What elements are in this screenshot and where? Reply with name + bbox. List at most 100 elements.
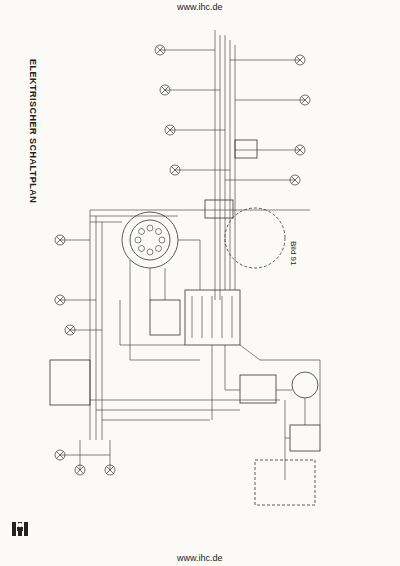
starter-symbol — [290, 425, 320, 451]
wire — [175, 170, 230, 171]
wire — [96, 216, 97, 440]
wire — [212, 345, 213, 420]
lamp-symbol — [155, 45, 165, 55]
gauge-dial — [147, 249, 153, 255]
sender-box — [235, 140, 257, 158]
fuse-symbol — [212, 296, 213, 338]
lamp-cross — [77, 467, 84, 474]
wire — [170, 130, 225, 131]
tachometer-outline — [225, 208, 285, 268]
lamp-symbol — [170, 165, 180, 175]
lamp-symbol — [105, 465, 115, 475]
wire — [225, 35, 226, 290]
switch-box — [205, 200, 233, 218]
fuse-symbol — [222, 296, 223, 338]
alternator-symbol — [292, 372, 318, 398]
lamp-circle — [155, 45, 165, 55]
watermark: www.ihc.de — [176, 2, 224, 12]
gauge-dial — [139, 245, 145, 251]
lamp-circle — [55, 295, 65, 305]
lamp-circle — [290, 175, 300, 185]
gauge-dial — [135, 237, 141, 243]
lamp-circle — [65, 325, 75, 335]
lamp-symbol — [300, 95, 310, 105]
lamp-circle — [295, 145, 305, 155]
gauge-dial — [159, 237, 165, 243]
diagram-title: ELEKTRISCHER SCHALTPLAN — [28, 58, 38, 204]
fuse-symbol — [202, 296, 203, 338]
wire — [60, 240, 90, 241]
lamp-circle — [295, 55, 305, 65]
lamp-circle — [75, 465, 85, 475]
regulator-box — [240, 375, 276, 403]
wire — [90, 210, 310, 211]
lamp-circle — [105, 465, 115, 475]
wire — [90, 400, 280, 401]
wire — [90, 216, 178, 217]
lamp-cross — [292, 177, 299, 184]
wire — [220, 35, 221, 300]
gauge-dials — [135, 225, 165, 255]
wire — [225, 345, 240, 390]
wire — [102, 420, 210, 421]
wire — [150, 268, 151, 300]
wire — [165, 268, 166, 300]
wire — [130, 260, 200, 360]
ih-logo — [12, 522, 28, 536]
lamp-symbol — [290, 175, 300, 185]
lamp-circle — [300, 95, 310, 105]
lamp-cross — [302, 97, 309, 104]
logo-dot — [18, 523, 22, 527]
wire — [178, 240, 200, 290]
gauge-dial — [155, 229, 161, 235]
lamp-symbol — [55, 235, 65, 245]
lamp-symbol — [165, 125, 175, 135]
wire — [235, 45, 236, 290]
wire — [276, 390, 292, 391]
fuse-block — [185, 290, 240, 345]
fuse-symbol — [232, 296, 233, 338]
lamp-symbol — [295, 145, 305, 155]
lamp-cross — [107, 467, 114, 474]
wire — [96, 410, 240, 411]
wire — [285, 438, 290, 439]
wire — [230, 40, 231, 290]
lamp-cross — [57, 297, 64, 304]
lamp-circle — [160, 85, 170, 95]
lamp-cross — [297, 147, 304, 154]
logo-bar — [24, 522, 28, 536]
wiring — [50, 140, 320, 505]
wire — [102, 222, 103, 440]
lamp-circle — [170, 165, 180, 175]
wire — [165, 90, 220, 91]
lamp-cross — [297, 57, 304, 64]
lamp-cross — [57, 237, 64, 244]
wire — [230, 60, 300, 61]
wire — [215, 30, 216, 300]
lamp-circle — [55, 450, 65, 460]
wire — [90, 222, 122, 223]
wire — [240, 345, 320, 425]
figure-number: Bild 91 — [289, 240, 298, 266]
lamp-cross — [157, 47, 164, 54]
lamp-symbol — [65, 325, 75, 335]
wires — [60, 30, 320, 480]
instrument-dial — [130, 220, 170, 260]
instrument-cluster — [122, 212, 178, 268]
lamps — [55, 45, 310, 475]
wire — [305, 398, 306, 425]
fuse-symbol — [192, 296, 193, 338]
lamp-cross — [67, 327, 74, 334]
logo-bar — [12, 522, 16, 536]
wire — [285, 400, 286, 480]
wire — [235, 150, 300, 151]
wire — [235, 100, 305, 101]
logo-bar — [17, 527, 23, 531]
wire — [60, 300, 96, 301]
lamp-symbol — [55, 295, 65, 305]
lamp-cross — [172, 167, 179, 174]
lamp-circle — [55, 235, 65, 245]
